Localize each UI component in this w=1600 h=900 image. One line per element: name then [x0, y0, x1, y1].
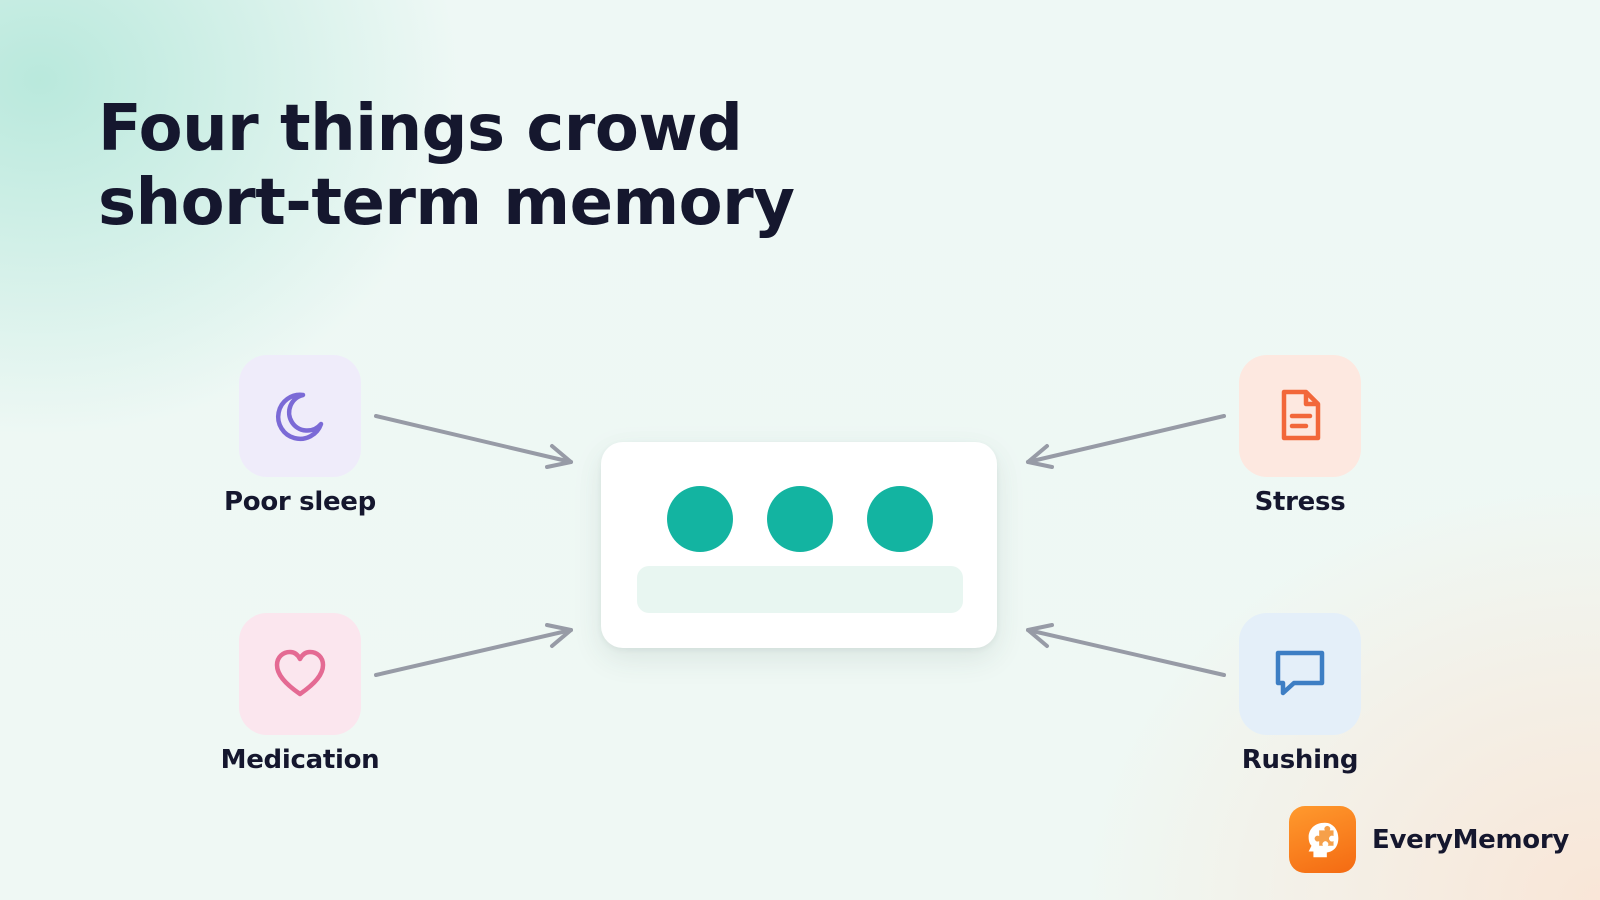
stress-label: Stress: [1254, 487, 1346, 517]
slide-title: Four things crowd short-term memory: [98, 92, 795, 240]
memory-slot-dot-3: [867, 486, 933, 552]
slide-title-line-1: Four things crowd: [98, 92, 743, 166]
stress-tile: [1239, 355, 1361, 477]
arrow-stress: [1026, 414, 1226, 469]
brand-logo: [1289, 806, 1356, 873]
short-term-memory-card: [601, 442, 997, 648]
speech-bubble-icon: [1275, 650, 1325, 696]
heart-icon: [274, 649, 326, 697]
arrow-poor-sleep: [374, 414, 573, 469]
moon-icon: [275, 392, 324, 442]
medication-label: Medication: [220, 745, 380, 775]
poor-sleep-label: Poor sleep: [224, 487, 376, 517]
brand-name: EveryMemory: [1372, 824, 1570, 855]
memory-slot-dot-1: [667, 486, 733, 552]
brand: EveryMemory: [1289, 806, 1569, 873]
document-icon: [1281, 389, 1321, 441]
memory-slot-dot-2: [767, 486, 833, 552]
arrow-rushing: [1026, 623, 1226, 677]
rushing-label: Rushing: [1241, 745, 1359, 775]
rushing-tile: [1239, 613, 1361, 735]
head-puzzle-icon: [1308, 822, 1338, 857]
poor-sleep-tile: [239, 355, 361, 477]
medication-tile: [239, 613, 361, 735]
slide-title-line-2: short-term memory: [98, 166, 795, 240]
memory-empty-bar: [637, 566, 963, 613]
arrow-medication: [374, 623, 573, 677]
